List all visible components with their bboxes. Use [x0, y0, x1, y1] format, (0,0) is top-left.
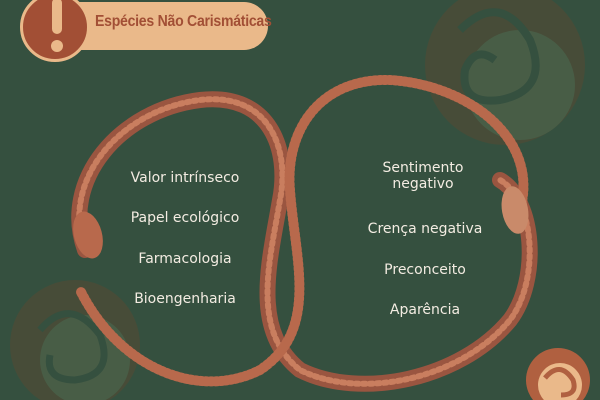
snake-illustration	[71, 74, 538, 392]
spiral-motif-bottom-right	[526, 348, 590, 400]
spiral-motif-top-right	[425, 0, 585, 145]
right-item: Sentimento negativo	[382, 160, 464, 192]
page-title: Espécies Não Carismáticas	[95, 13, 272, 30]
skull-head	[501, 186, 529, 234]
left-item: Bioengenharia	[134, 291, 236, 307]
right-item: Aparência	[389, 302, 461, 318]
left-item: Valor intrínseco	[130, 170, 240, 186]
left-item: Farmacologia	[138, 251, 232, 267]
right-item: Crença negativa	[367, 221, 483, 237]
right-item: Preconceito	[384, 262, 466, 278]
alert-icon-bar	[52, 0, 62, 34]
left-item: Papel ecológico	[130, 210, 240, 226]
alert-icon-dot	[51, 40, 63, 52]
snake-head	[73, 211, 103, 259]
